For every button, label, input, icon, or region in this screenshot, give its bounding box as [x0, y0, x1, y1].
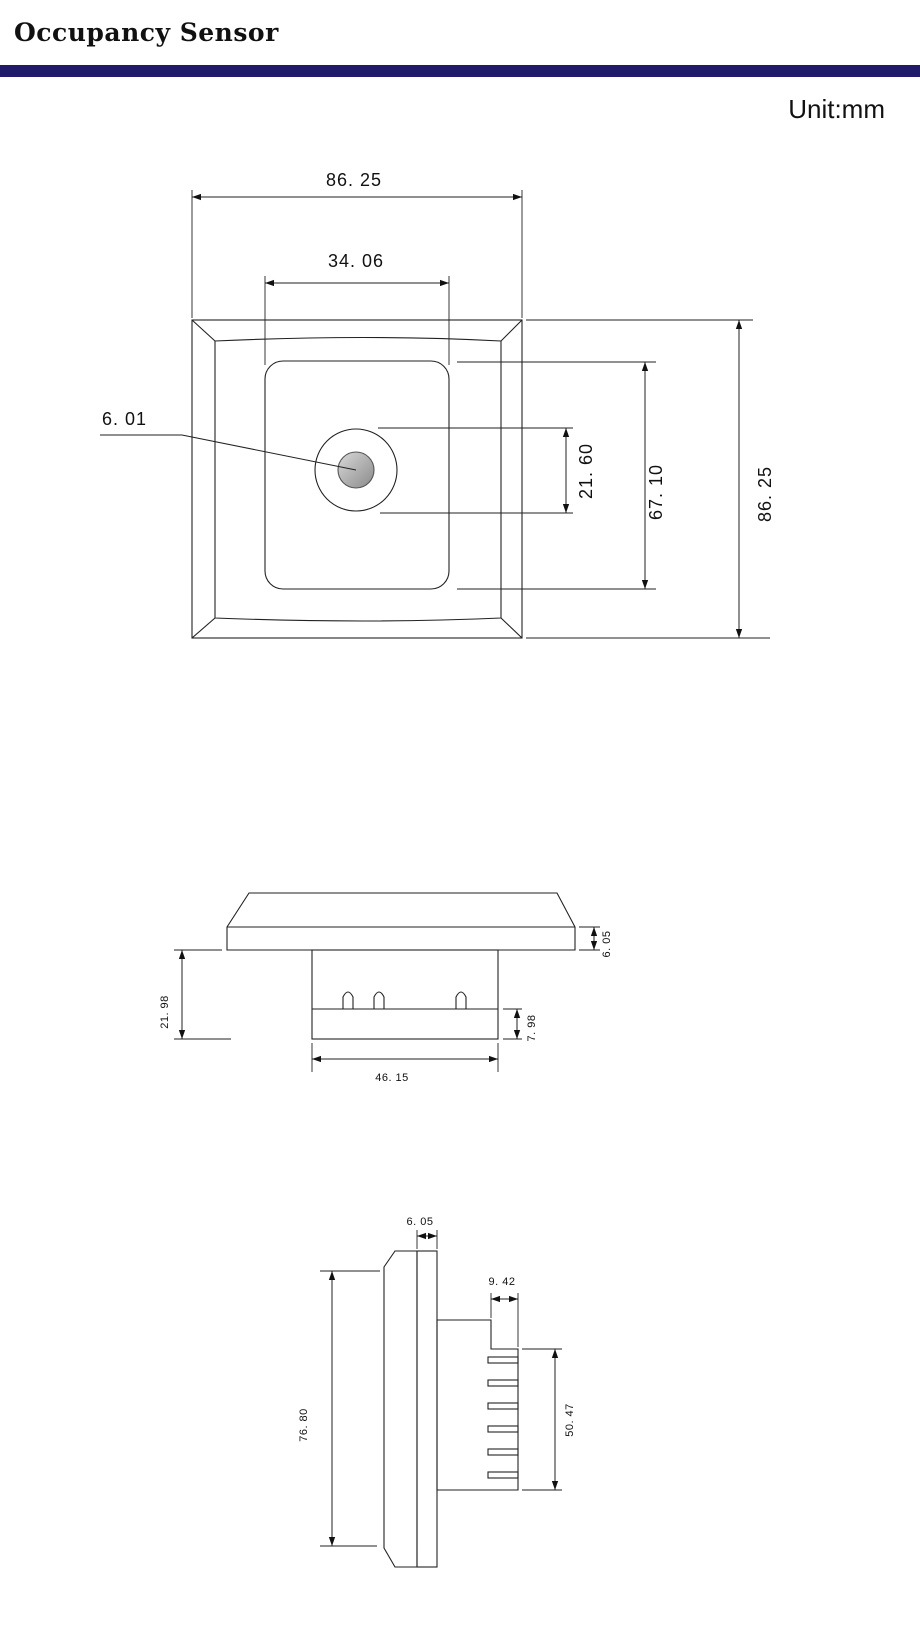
page-title: Occupancy Sensor	[14, 18, 279, 47]
label-lens-ring: 21. 60	[576, 443, 596, 499]
side-body	[436, 1319, 519, 1491]
side-view	[320, 1230, 562, 1568]
side-terminal-2	[487, 1379, 519, 1387]
side-terminal-3	[487, 1402, 519, 1410]
bottom-view	[174, 892, 600, 1072]
lens-ring	[314, 428, 398, 512]
bottom-body	[311, 949, 499, 1040]
label-front-inner-width: 34. 06	[328, 251, 384, 271]
label-side-step: 9. 42	[489, 1276, 516, 1288]
bottom-terminal-2	[373, 991, 385, 1009]
side-terminal-1	[487, 1356, 519, 1364]
bottom-terminal-3	[455, 991, 467, 1009]
label-front-inner-height: 67. 10	[646, 464, 666, 520]
label-front-height: 86. 25	[755, 466, 775, 522]
label-front-width: 86. 25	[326, 170, 382, 190]
label-bottom-width: 46. 15	[375, 1072, 409, 1084]
label-bottom-terminal: 7. 98	[526, 1015, 538, 1042]
unit-label: Unit:mm	[788, 94, 885, 124]
side-terminal-5	[487, 1448, 519, 1456]
label-side-terminals: 50. 47	[564, 1403, 576, 1437]
bottom-plate	[226, 892, 576, 951]
side-plate	[416, 1250, 438, 1568]
label-lens-diameter: 6. 01	[102, 409, 147, 429]
label-bottom-plate: 6. 05	[601, 931, 613, 958]
side-terminal-6	[487, 1471, 519, 1479]
sensor-window	[264, 360, 450, 590]
side-terminal-4	[487, 1425, 519, 1433]
front-view	[100, 190, 770, 639]
header-bar	[0, 65, 920, 77]
front-plate-outer	[191, 319, 523, 639]
label-side-plate: 6. 05	[407, 1216, 434, 1228]
label-bottom-depth: 21. 98	[159, 995, 171, 1029]
label-side-height: 76. 80	[298, 1408, 310, 1442]
side-bevel	[383, 1250, 418, 1568]
bottom-terminal-1	[342, 991, 354, 1009]
